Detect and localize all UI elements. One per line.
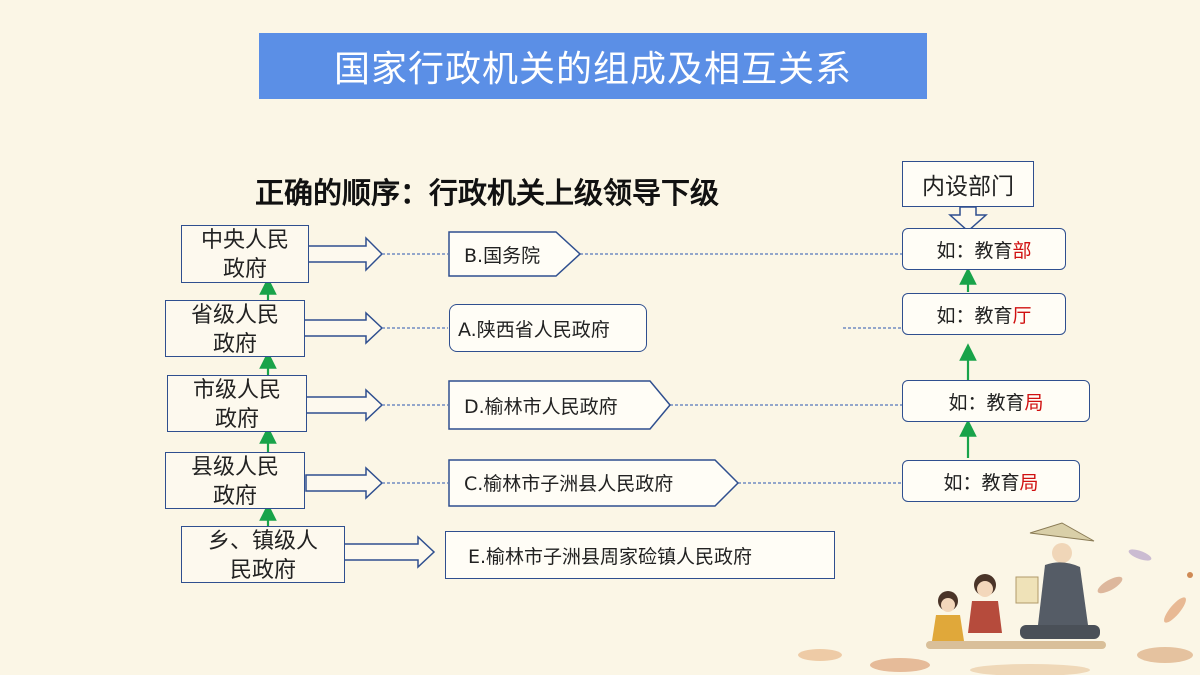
dept-box-ministry: 如：教育部 (902, 228, 1066, 270)
level-line: 市级人民 (192, 378, 281, 403)
level-box-city: 市级人民 政府 (167, 375, 307, 432)
organ-shape-state-council (448, 231, 582, 277)
dept-prefix: 如：教育 (943, 471, 1020, 494)
block-arrow-5 (343, 535, 436, 569)
down-block-arrow (948, 206, 988, 233)
level-box-township: 乡、镇级人 民政府 (181, 526, 345, 583)
organ-shape-zizhou (448, 459, 740, 507)
dept-suffix: 局 (1024, 391, 1044, 414)
organ-yulin: D.榆林市人民政府 (464, 395, 618, 418)
level-box-province: 省级人民 政府 (165, 300, 305, 357)
level-line: 乡、镇级人 (207, 529, 318, 554)
inner-department-label: 内设部门 (902, 161, 1034, 207)
level-box-central: 中央人民 政府 (181, 225, 309, 283)
level-line: 政府 (214, 407, 259, 432)
dept-prefix: 如：教育 (936, 239, 1013, 262)
organ-shape-yulin (448, 380, 671, 430)
dept-box-city: 如：教育局 (902, 380, 1090, 422)
dept-box-county: 如：教育局 (902, 460, 1080, 502)
dept-suffix: 厅 (1012, 304, 1032, 327)
block-arrow-4 (305, 466, 384, 500)
dept-prefix: 如：教育 (948, 391, 1025, 414)
level-line: 中央人民 (200, 228, 289, 253)
level-line: 县级人民 (190, 455, 279, 480)
dept-prefix: 如：教育 (936, 304, 1013, 327)
block-arrow-3 (305, 388, 384, 422)
dept-suffix: 局 (1019, 471, 1039, 494)
dept-box-province: 如：教育厅 (902, 293, 1066, 335)
block-arrow-2 (303, 311, 384, 345)
organ-state-council: B.国务院 (464, 244, 541, 267)
autumn-leaves-decoration (798, 549, 1193, 675)
block-arrow-1 (307, 236, 384, 272)
organ-shaanxi: A.陕西省人民政府 (449, 304, 647, 352)
organ-zhoujiajian: E.榆林市子洲县周家硷镇人民政府 (445, 531, 835, 579)
dept-suffix: 部 (1012, 239, 1032, 262)
decorative-illustration (798, 522, 1193, 675)
level-box-county: 县级人民 政府 (165, 452, 305, 509)
level-line: 政府 (222, 257, 267, 282)
level-line: 省级人民 (190, 303, 279, 328)
level-line: 民政府 (229, 558, 296, 583)
level-line: 政府 (212, 332, 257, 357)
level-line: 政府 (212, 484, 257, 509)
page-title: 国家行政机关的组成及相互关系 (259, 33, 927, 99)
people-illustration (926, 522, 1106, 649)
organ-zizhou: C.榆林市子洲县人民政府 (464, 472, 674, 495)
subtitle: 正确的顺序：行政机关上级领导下级 (255, 176, 720, 210)
